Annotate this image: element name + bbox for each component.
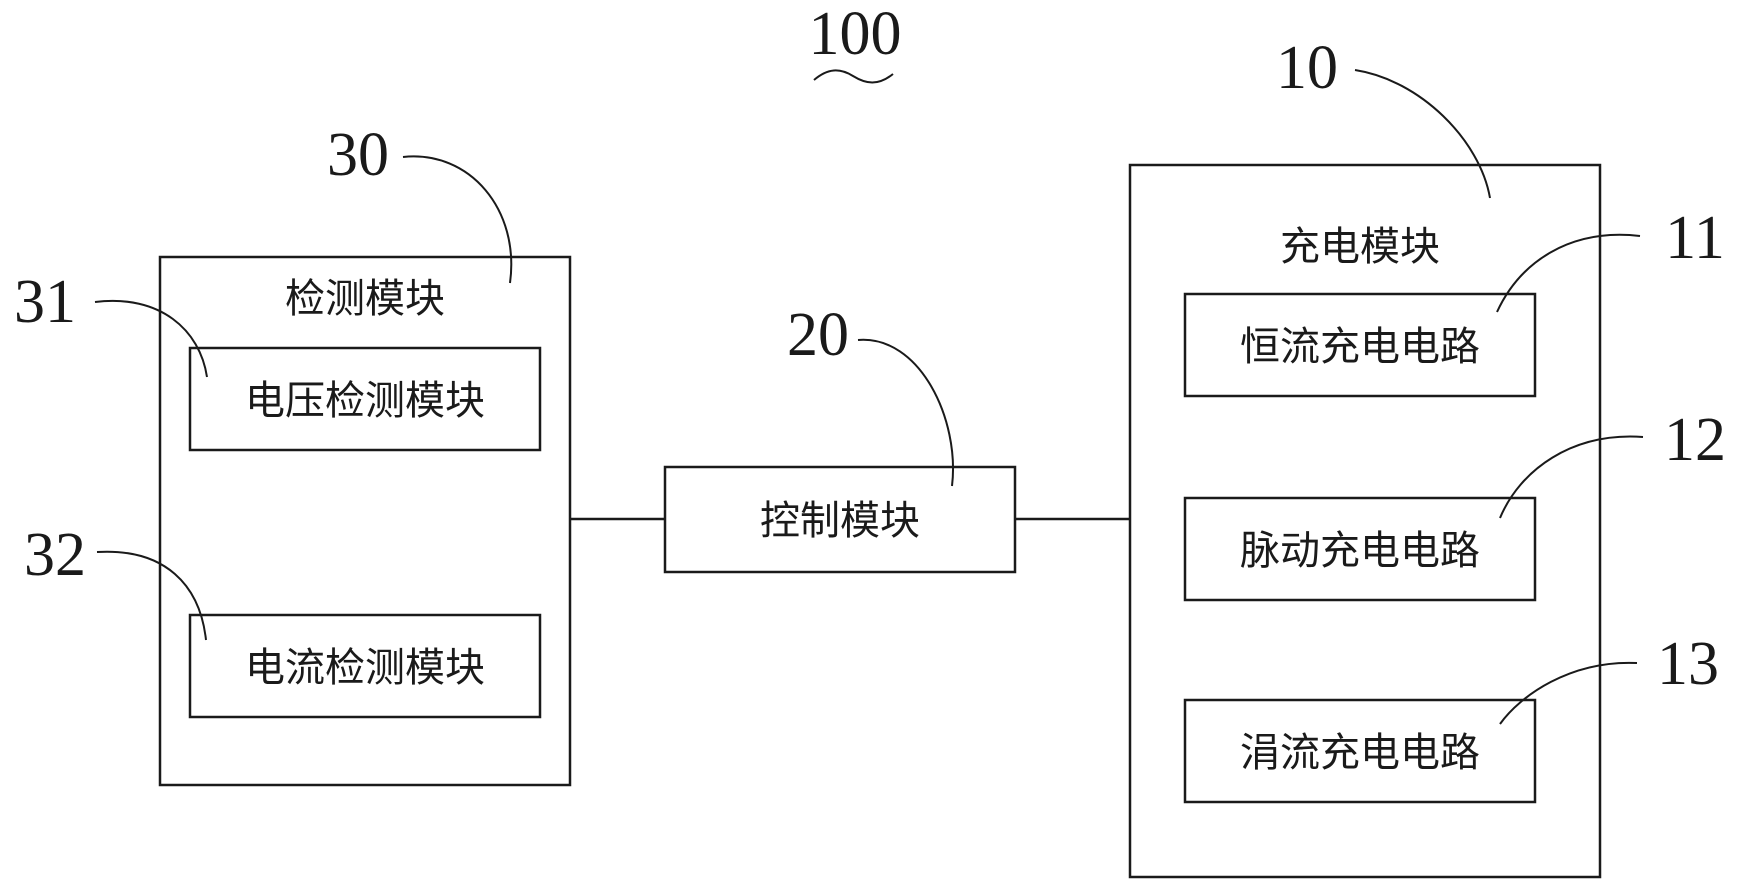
figure-ref-number: 100 xyxy=(809,0,902,68)
pulse-charging-ref: 12 xyxy=(1664,406,1726,474)
voltage-detection-ref: 31 xyxy=(14,268,76,336)
trickle-charging-ref: 13 xyxy=(1657,630,1719,698)
control-module-leader xyxy=(857,338,954,487)
constant-current-ref: 11 xyxy=(1665,204,1725,272)
figure-ref-tilde xyxy=(813,69,894,84)
charging-module-leader xyxy=(1354,69,1491,199)
current-detection-module-box xyxy=(188,613,542,719)
trickle-charging-circuit-box xyxy=(1183,698,1537,804)
charging-module-title: 充电模块 xyxy=(1280,224,1440,270)
charging-module-ref: 10 xyxy=(1276,34,1338,102)
control-module-ref: 20 xyxy=(787,301,849,369)
trickle-charging-leader xyxy=(1499,661,1638,725)
constant-current-circuit-label: 恒流充电电路 xyxy=(1240,324,1480,370)
pulse-charging-circuit-box xyxy=(1183,496,1537,602)
constant-current-leader xyxy=(1496,233,1641,313)
trickle-charging-circuit-label: 涓流充电电路 xyxy=(1240,730,1480,776)
pulse-charging-leader xyxy=(1499,435,1644,519)
voltage-detection-module-label: 电压检测模块 xyxy=(245,378,485,424)
constant-current-circuit-box xyxy=(1183,292,1537,398)
current-detection-ref: 32 xyxy=(24,521,86,589)
current-detection-module-label: 电流检测模块 xyxy=(245,645,485,691)
detection-module-leader xyxy=(402,155,513,284)
current-detection-leader xyxy=(96,550,207,641)
detection-module-title: 检测模块 xyxy=(285,276,445,322)
voltage-detection-module-box xyxy=(188,346,542,452)
control-module-label: 控制模块 xyxy=(760,498,920,544)
detection-module-ref: 30 xyxy=(327,121,389,189)
pulse-charging-circuit-label: 脉动充电电路 xyxy=(1240,528,1480,574)
control-module-box xyxy=(663,465,1017,574)
voltage-detection-leader xyxy=(94,299,208,378)
